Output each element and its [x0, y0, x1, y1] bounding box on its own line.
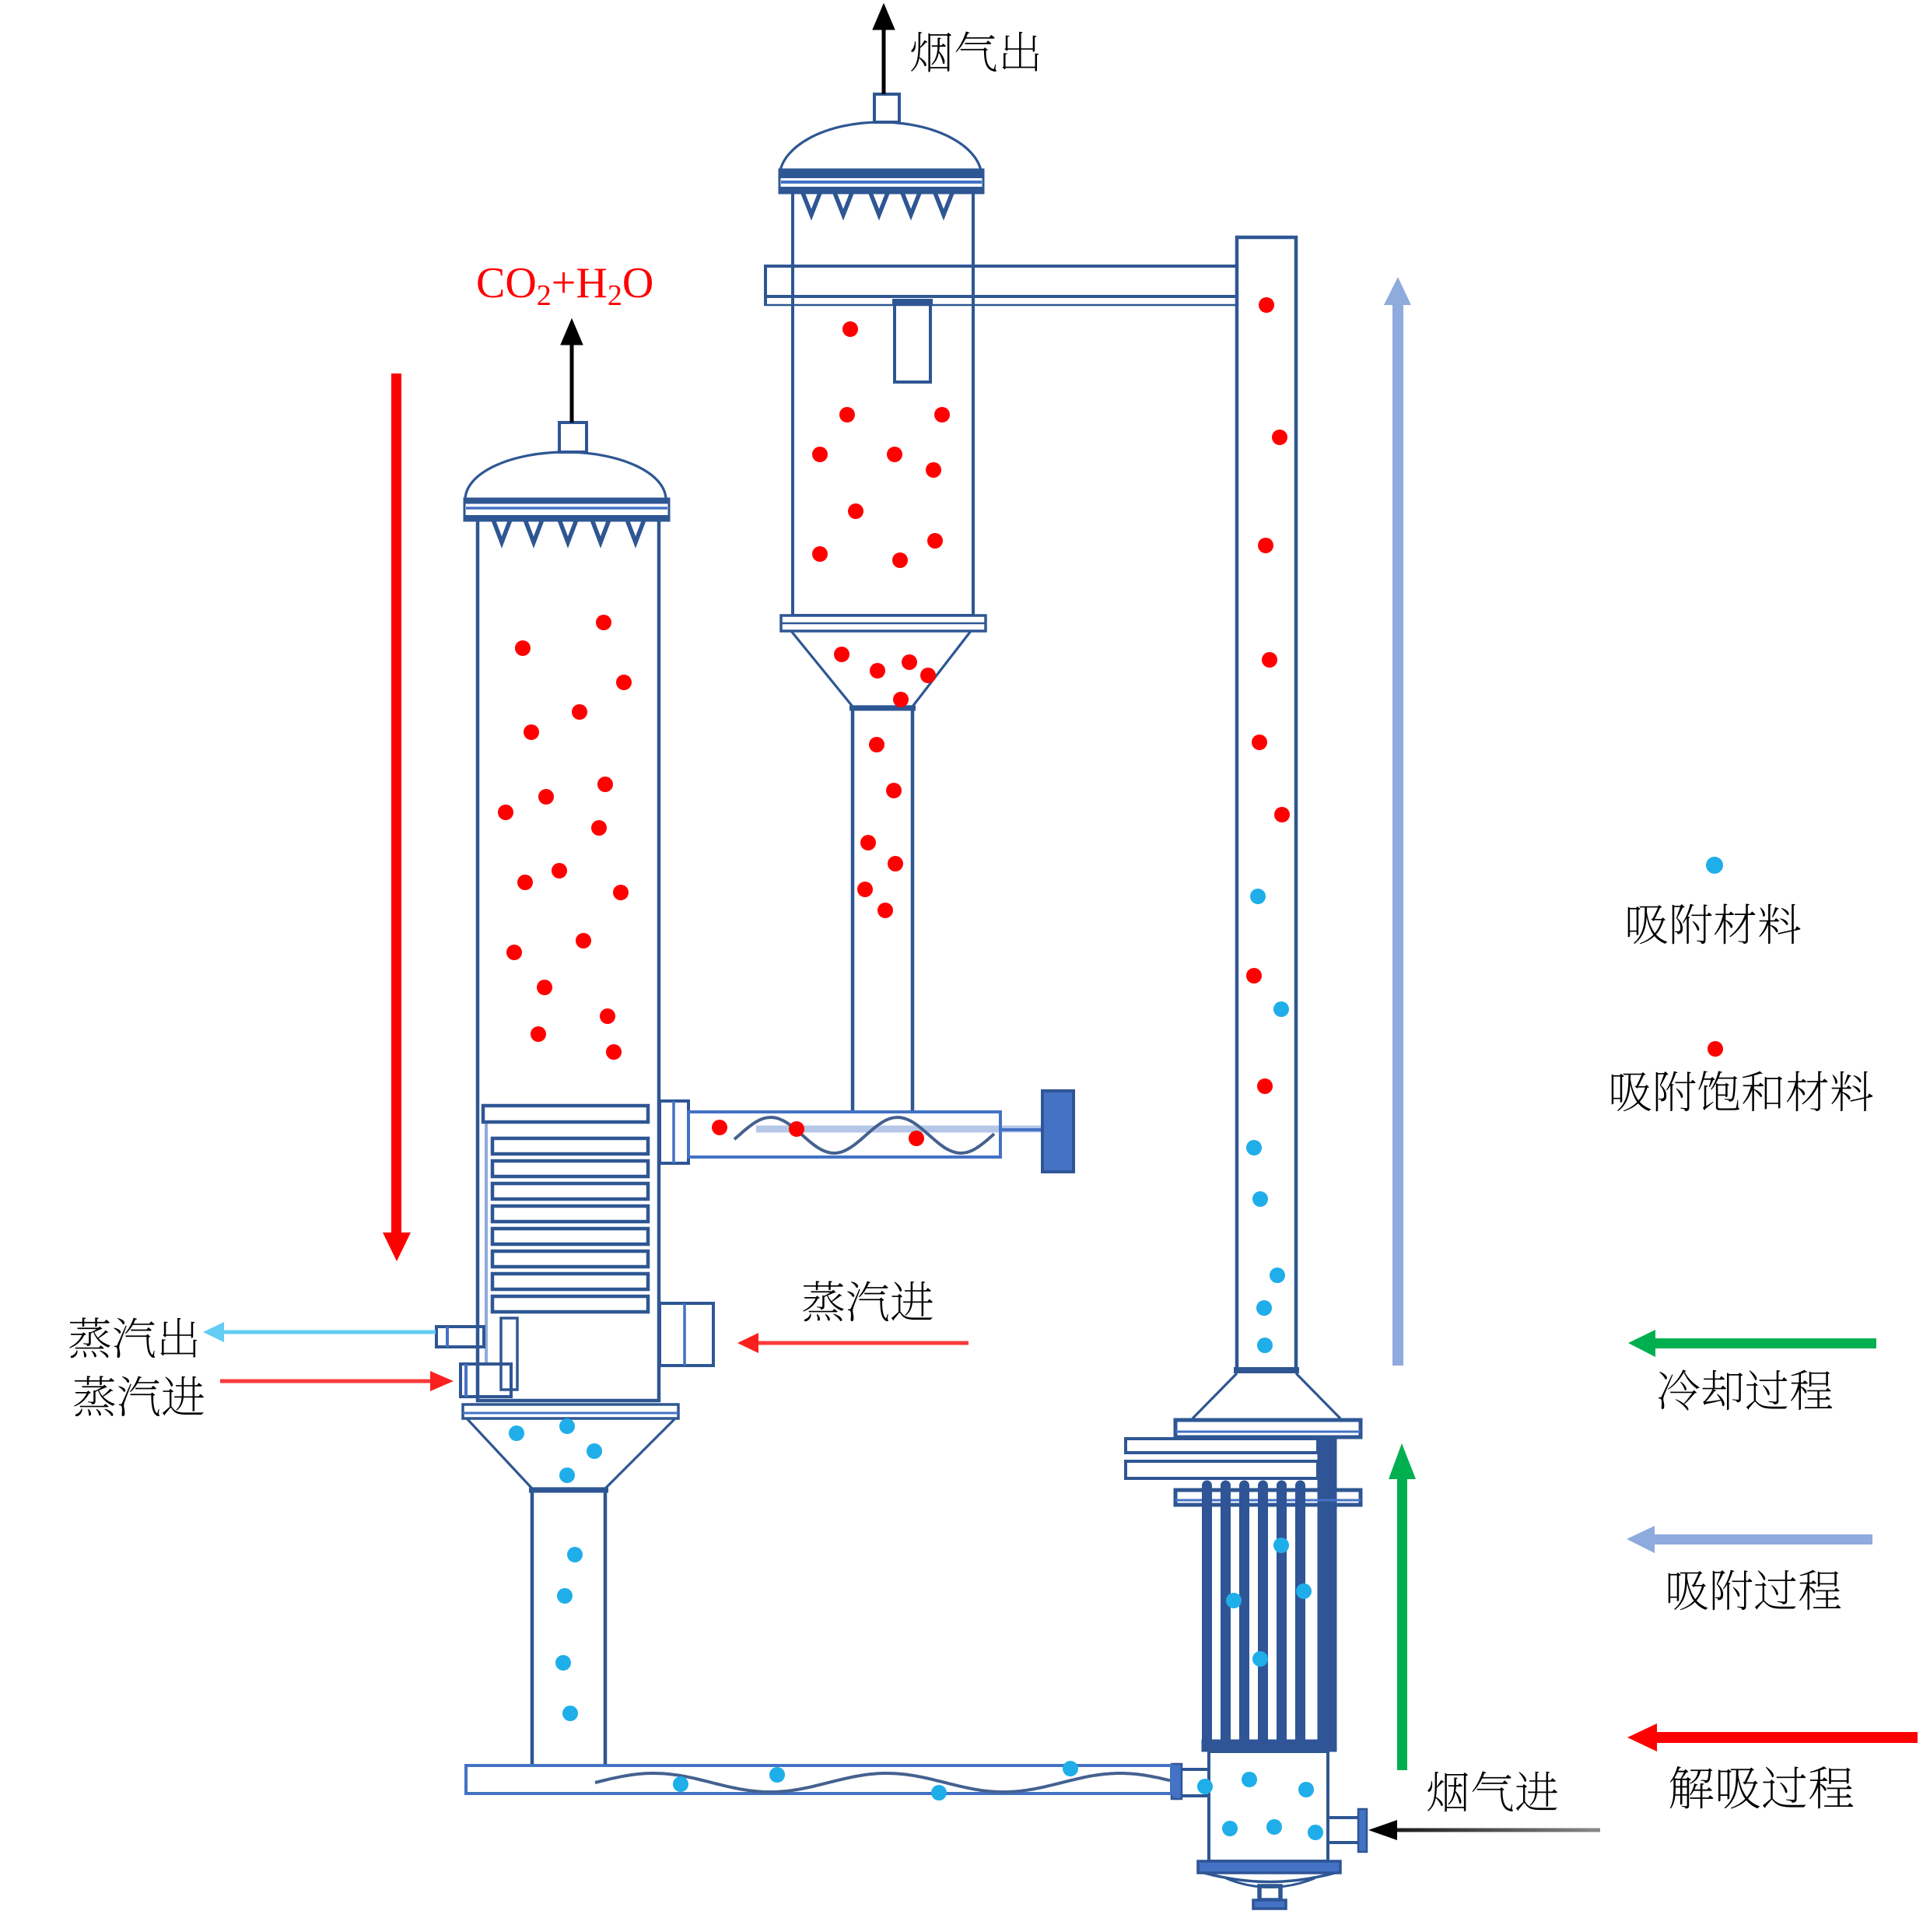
svg-text:CO2+H2O: CO2+H2O — [476, 259, 653, 312]
